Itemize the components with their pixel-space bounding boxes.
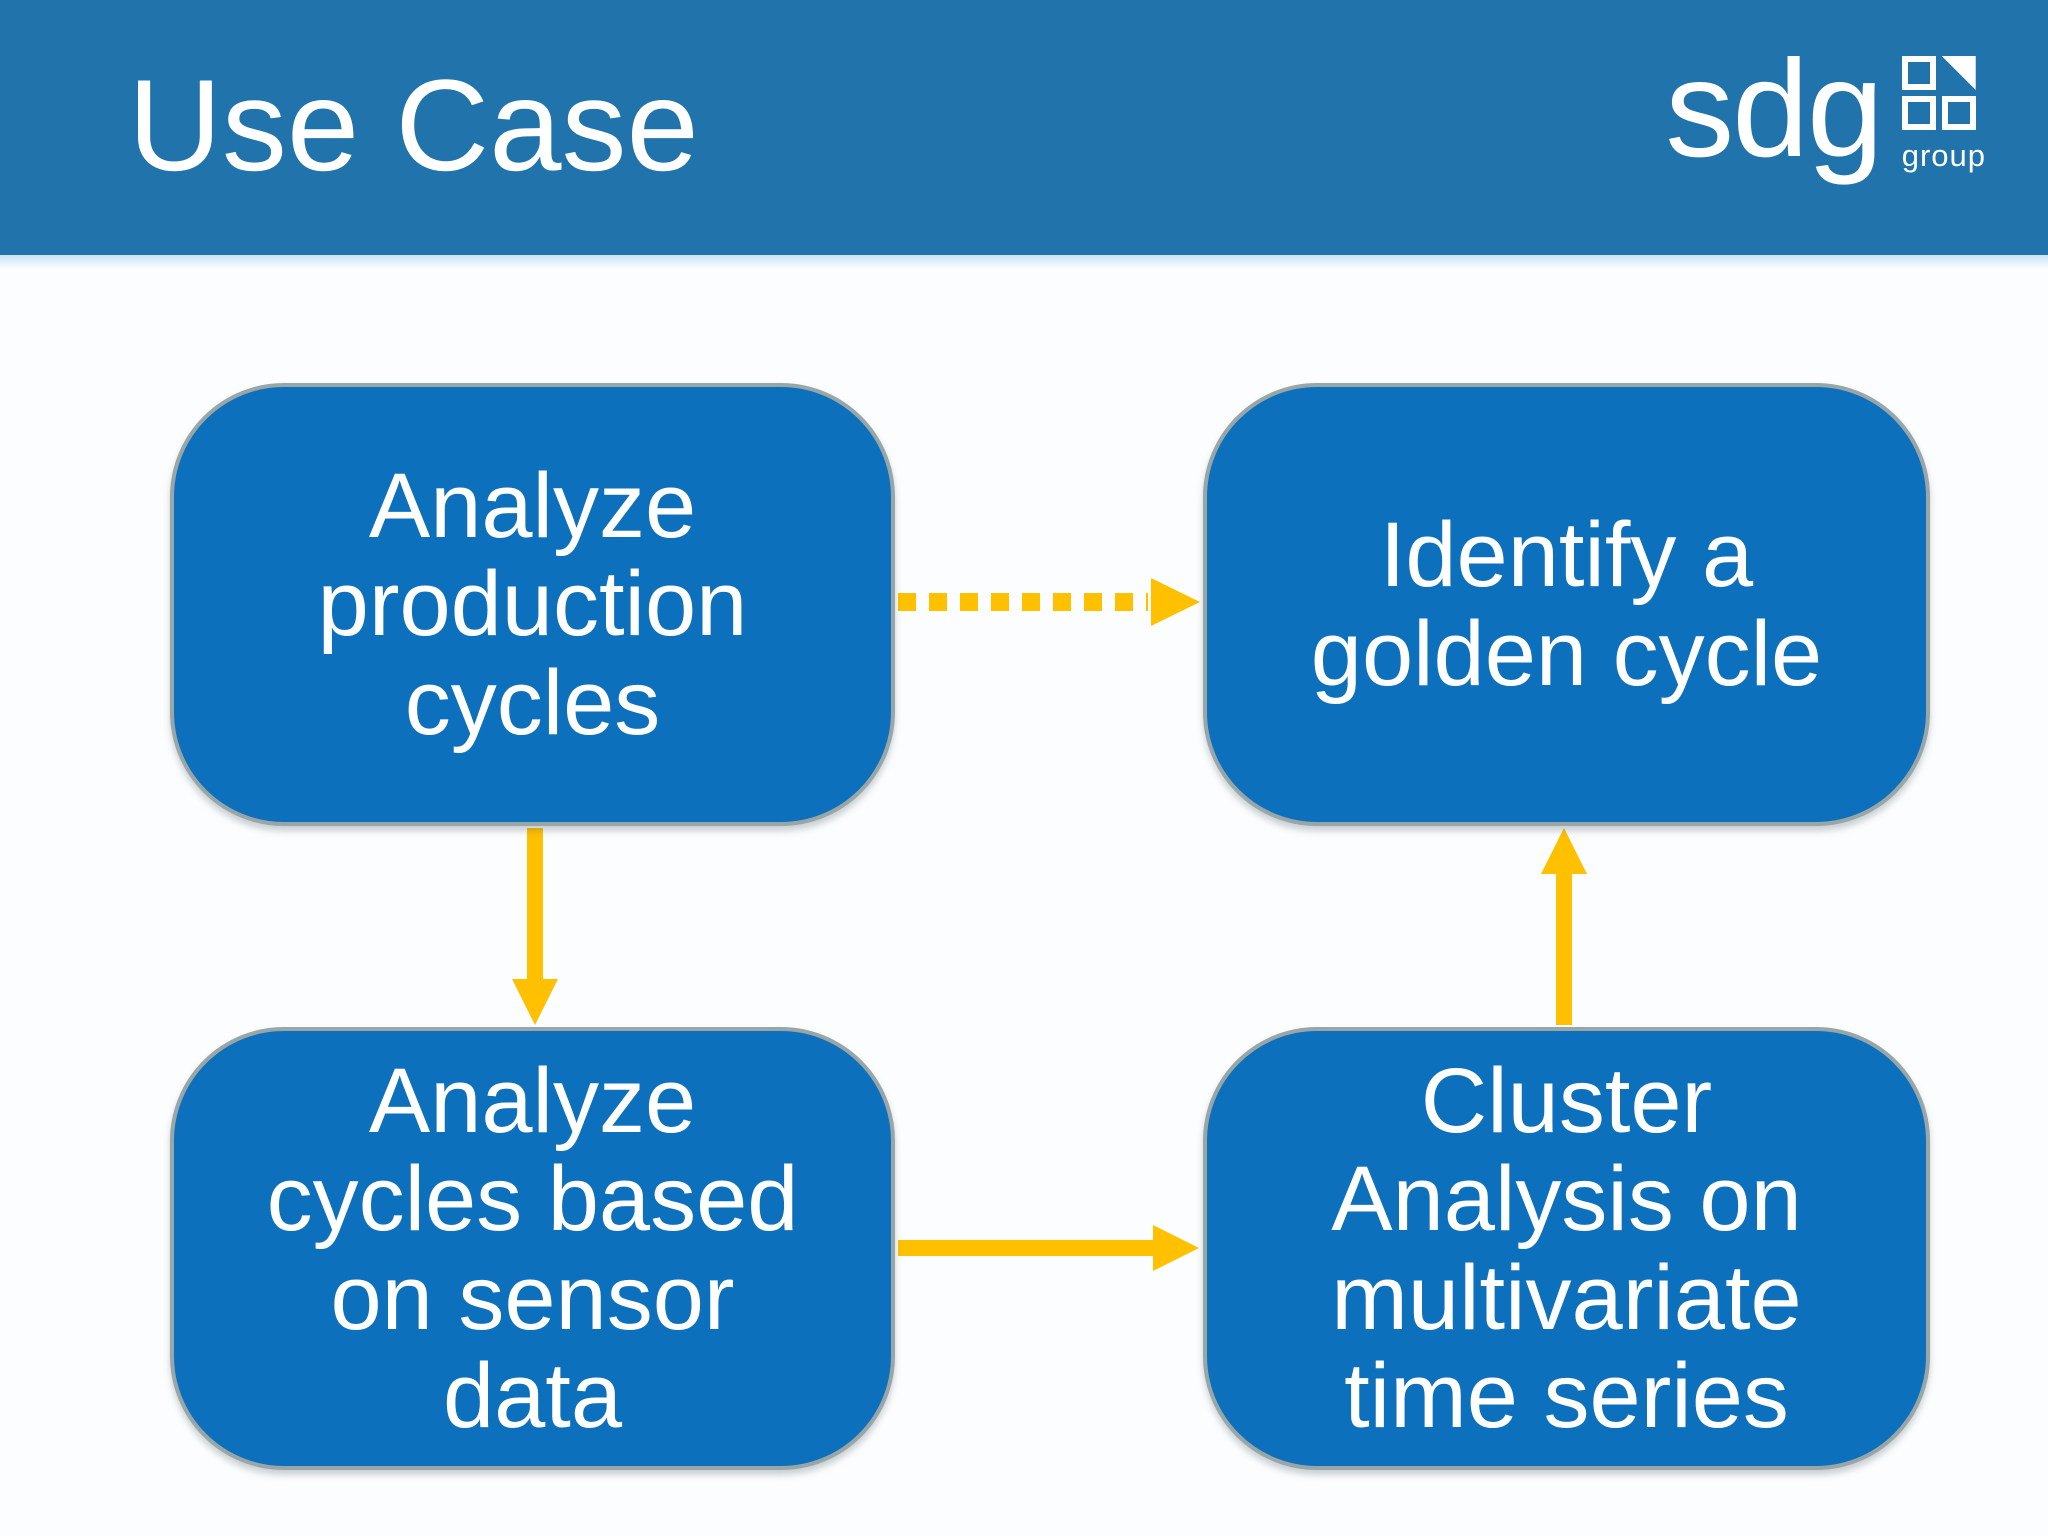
logo-group-text: group: [1901, 138, 1986, 173]
flow-box-identify-golden-cycle: Identify a golden cycle: [1203, 383, 1930, 826]
box-label-analyze-cycles-sensor-data: Analyze cycles based on sensor data: [266, 1049, 799, 1447]
flow-box-analyze-cycles-sensor-data: Analyze cycles based on sensor data: [170, 1027, 895, 1470]
flow-box-cluster-analysis-multivariate: Cluster Analysis on multivariate time se…: [1203, 1027, 1930, 1470]
arrow-production-to-sensor: [512, 828, 558, 1025]
logo-square-bottom-left-icon: [1901, 96, 1936, 130]
sdg-logo: sdg group: [1665, 28, 1986, 178]
sdg-logo-mark: group: [1901, 56, 1986, 173]
box-label-cluster-analysis-multivariate: Cluster Analysis on multivariate time se…: [1331, 1049, 1802, 1447]
box-label-identify-golden-cycle: Identify a golden cycle: [1310, 504, 1823, 705]
logo-square-top-left-icon: [1901, 56, 1936, 90]
flow-box-analyze-production-cycles: Analyze production cycles: [170, 383, 895, 826]
logo-square-bottom-right-icon: [1941, 96, 1976, 130]
logo-squares-icon: [1901, 56, 1976, 130]
header-fade-divider: [0, 255, 2048, 269]
arrow-dashed-production-to-golden: [898, 578, 1200, 626]
page-title: Use Case: [128, 51, 699, 198]
logo-triangle-icon: [1941, 56, 1976, 90]
sdg-logo-text: sdg: [1665, 32, 1883, 186]
page-header: Use Case sdg group: [0, 0, 2048, 255]
box-label-analyze-production-cycles: Analyze production cycles: [317, 454, 748, 754]
arrow-sensor-to-cluster: [898, 1225, 1199, 1271]
arrow-cluster-to-golden: [1541, 828, 1587, 1025]
